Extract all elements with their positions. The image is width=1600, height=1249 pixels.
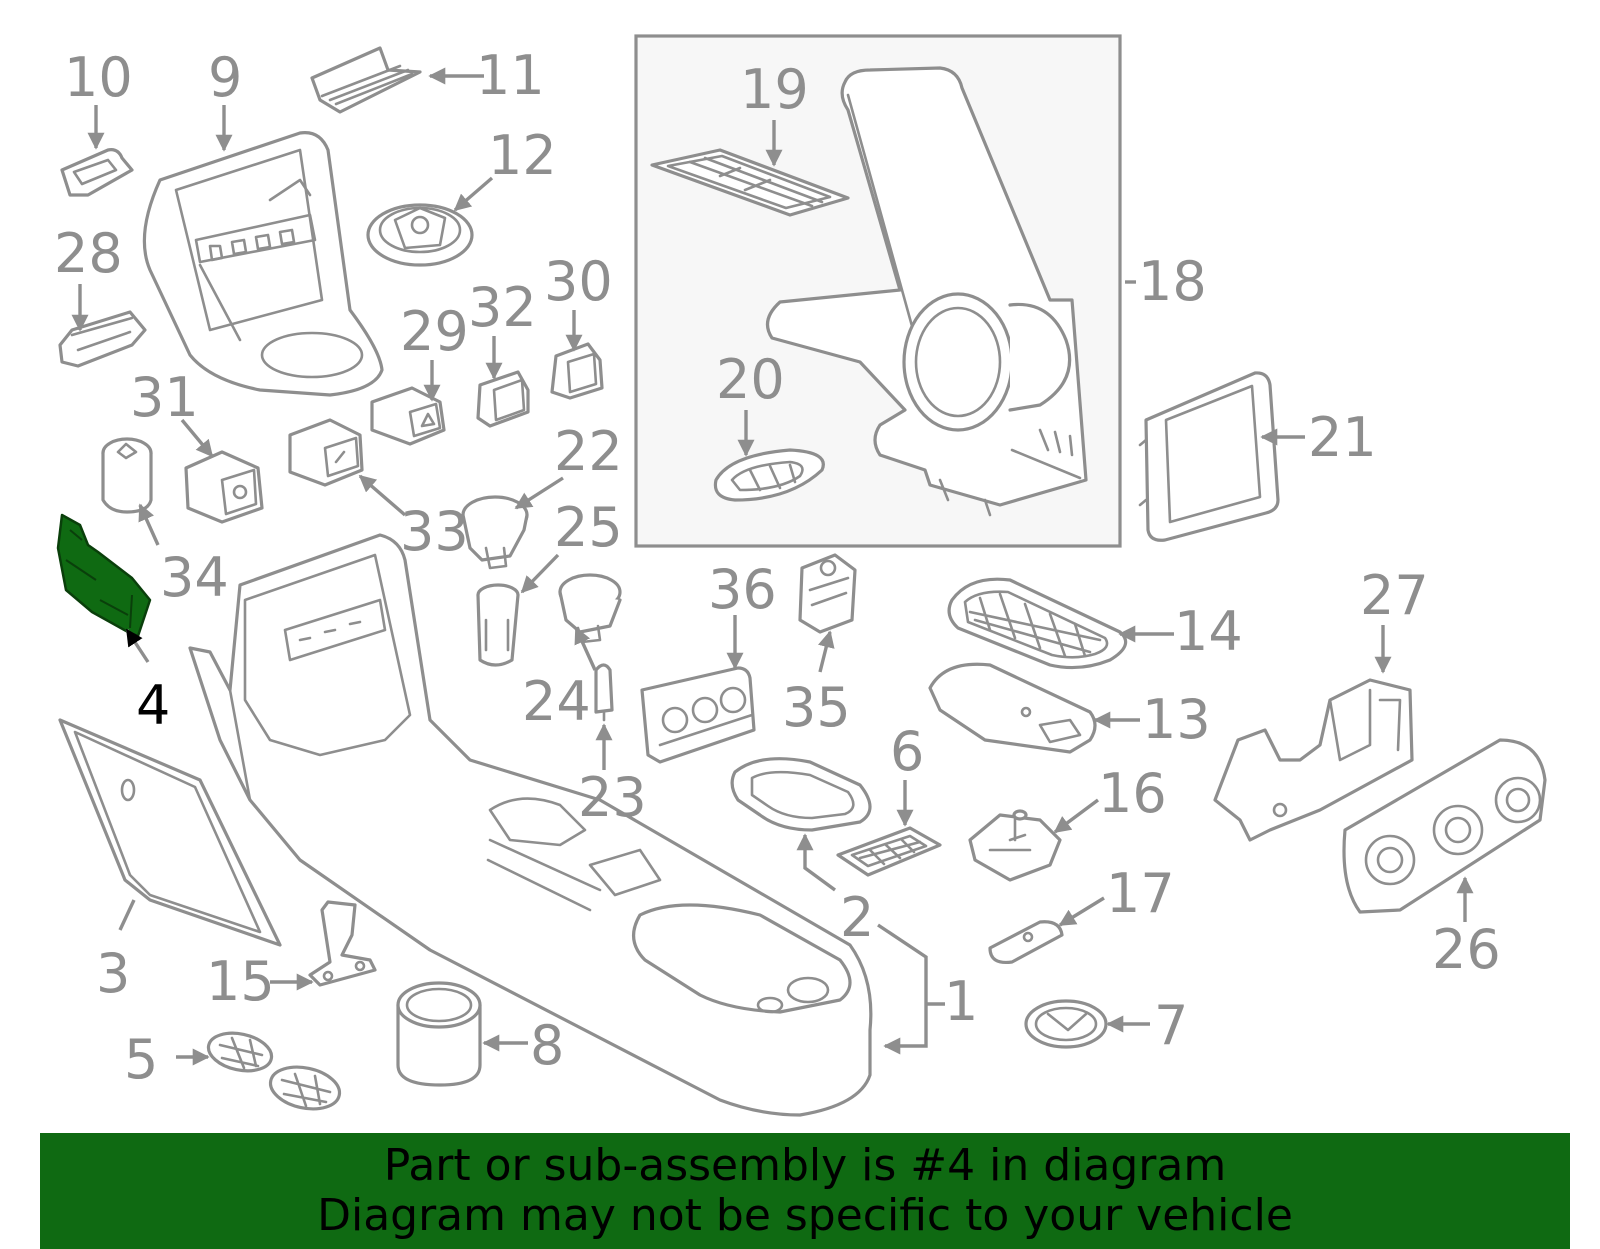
label-12: 12 (488, 124, 557, 187)
part-8-cup-insert (396, 981, 482, 1087)
part-16-bracket (968, 809, 1062, 882)
part-34-switch (101, 437, 153, 514)
label-11: 11 (476, 44, 545, 107)
part-28-switch (58, 310, 147, 368)
part-4-highlighted (56, 513, 152, 638)
label-4: 4 (136, 674, 170, 737)
label-27: 27 (1360, 564, 1429, 627)
label-3: 3 (96, 942, 130, 1005)
parts-diagram: 10 9 11 12 28 29 32 30 31 33 34 4 22 25 … (54, 34, 1547, 1117)
part-31-switch (184, 450, 264, 524)
part-15-bracket (308, 900, 377, 987)
part-2-trim-ring (730, 757, 872, 832)
label-19: 19 (740, 58, 809, 121)
part-24-socket (558, 573, 622, 644)
part-21-panel (1138, 371, 1280, 542)
part-3-side-panel (58, 718, 282, 947)
part-6-mat (836, 826, 942, 877)
label-5: 5 (124, 1028, 158, 1091)
label-33: 33 (400, 500, 469, 563)
label-21: 21 (1308, 406, 1377, 469)
part-23-bulb (594, 663, 614, 722)
label-7: 7 (1154, 994, 1188, 1057)
part-26-climate-control (1342, 738, 1547, 914)
part-29-hazard-switch (370, 386, 446, 446)
label-26: 26 (1432, 918, 1501, 981)
part-11-strip (310, 46, 422, 114)
part-12-gear-boot (366, 203, 474, 267)
banner-line-disclaimer: Diagram may not be specific to your vehi… (317, 1190, 1293, 1241)
part-35-switch (798, 553, 857, 634)
label-35: 35 (782, 676, 851, 739)
part-32-switch (476, 370, 530, 428)
label-1: 1 (944, 970, 978, 1033)
label-13: 13 (1142, 688, 1211, 751)
label-22: 22 (554, 420, 623, 483)
part-36-control-panel (640, 666, 756, 764)
part-14-mat (947, 577, 1128, 670)
label-10: 10 (64, 46, 133, 109)
label-15: 15 (206, 950, 275, 1013)
label-17: 17 (1106, 862, 1175, 925)
label-24: 24 (522, 670, 591, 733)
part-17-pad (988, 920, 1064, 965)
part-labels: 10 9 11 12 28 29 32 30 31 33 34 4 22 25 … (54, 44, 1501, 1091)
label-31: 31 (130, 366, 199, 429)
info-banner: Part or sub-assembly is #4 in diagram Di… (40, 1133, 1570, 1249)
part-25-socket-sleeve (476, 583, 520, 667)
part-7-insert (1024, 999, 1108, 1049)
banner-line-part: Part or sub-assembly is #4 in diagram (383, 1140, 1227, 1191)
label-9: 9 (208, 46, 242, 109)
part-22-socket (461, 495, 529, 570)
label-25: 25 (554, 496, 623, 559)
part-10-clip (60, 148, 134, 197)
label-28: 28 (54, 222, 123, 285)
label-30: 30 (544, 250, 613, 313)
label-16: 16 (1098, 762, 1167, 825)
label-14: 14 (1174, 600, 1243, 663)
part-5-mats (206, 1031, 342, 1111)
part-9-bezel (142, 131, 384, 397)
label-8: 8 (530, 1014, 564, 1077)
part-33-switch (288, 418, 364, 487)
part-1-center-console (188, 533, 873, 1117)
label-29: 29 (400, 300, 469, 363)
label-2: 2 (840, 886, 874, 949)
part-13-lid (928, 662, 1097, 754)
label-18: 18 (1138, 250, 1207, 313)
label-32: 32 (468, 276, 537, 339)
label-34: 34 (160, 546, 229, 609)
part-30-switch (550, 342, 604, 400)
part-19-liner (650, 148, 850, 217)
label-20: 20 (716, 348, 785, 411)
part-27-bracket (1213, 678, 1414, 842)
label-23: 23 (578, 766, 647, 829)
part-18-armrest (765, 66, 1088, 517)
label-6: 6 (890, 720, 924, 783)
label-36: 36 (708, 558, 777, 621)
leader-lines (71, 67, 1474, 1066)
